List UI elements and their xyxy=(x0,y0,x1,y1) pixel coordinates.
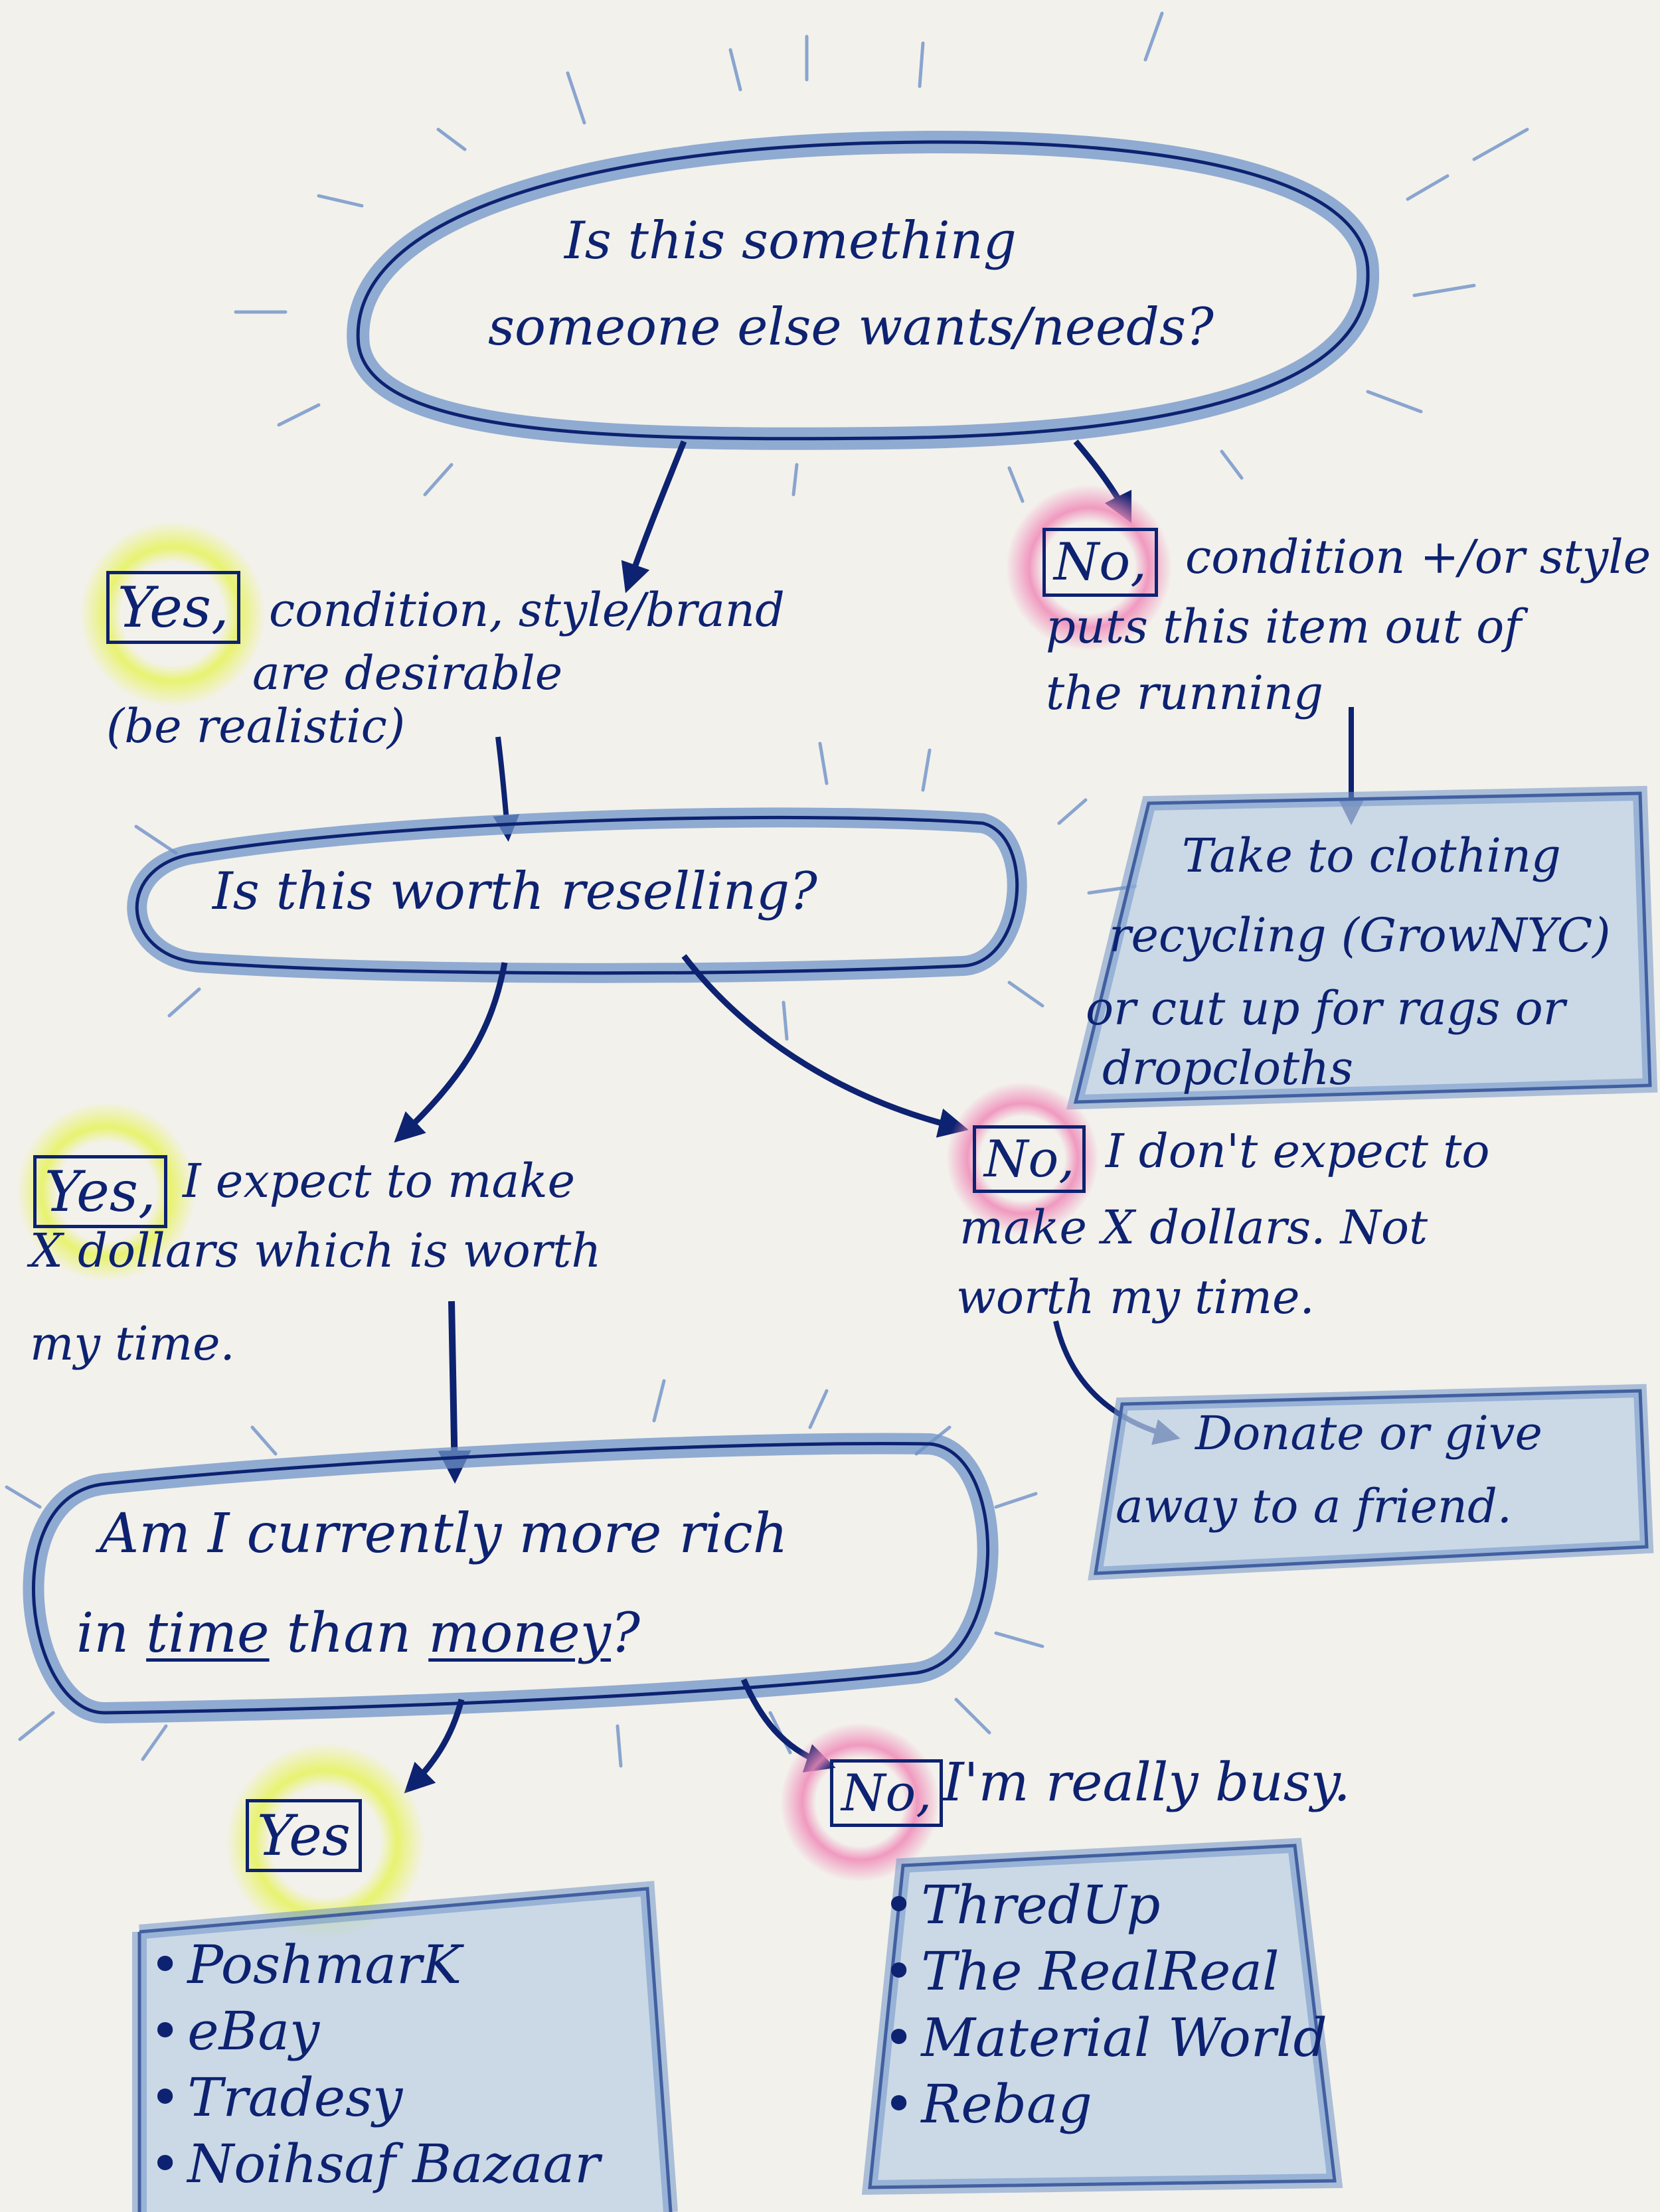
yes1-label: Yes, xyxy=(106,571,240,644)
no-list-item: The RealReal xyxy=(883,1938,1327,2005)
question-1-line-2: someone else wants/needs? xyxy=(488,297,1214,357)
no2-label: No, xyxy=(973,1125,1086,1193)
no3-highlight xyxy=(780,1723,940,1882)
question-3-time: time xyxy=(146,1602,270,1665)
yes1-line-1: condition, style/brand xyxy=(269,583,785,637)
recycle-box-shape xyxy=(1066,785,1658,1110)
donate-line-1: Donate or give xyxy=(1195,1406,1542,1461)
recycle-line-2: recycling (GrowNYC) xyxy=(1109,908,1611,963)
yes2-label: Yes, xyxy=(33,1155,167,1228)
arrow-q2-to-yes2 xyxy=(394,962,508,1143)
no1-label: No, xyxy=(1042,528,1159,597)
no-resale-list: ThredUp The RealReal Material World Reba… xyxy=(883,1872,1327,2138)
rays-question-2 xyxy=(134,742,1137,1041)
yes2-line-3: my time. xyxy=(30,1316,235,1371)
recycle-line-1: Take to clothing xyxy=(1182,829,1561,883)
donate-line-2: away to a friend. xyxy=(1116,1479,1513,1534)
arrow-q2-to-no2 xyxy=(681,954,969,1138)
no1-highlight xyxy=(1006,485,1172,651)
question-1-line-1: Is this something xyxy=(564,211,1017,271)
question-3-line-1: Am I currently more rich xyxy=(100,1502,788,1565)
no-list-item: Material World xyxy=(883,2005,1327,2071)
recycle-line-4: dropcloths xyxy=(1102,1041,1354,1095)
no2-line-3: worth my time. xyxy=(956,1270,1315,1324)
yes-resale-list: PoshmarK eBay Tradesy Noihsaf Bazaar xyxy=(149,1932,600,2197)
question-3-money: money xyxy=(428,1602,612,1665)
no2-highlight xyxy=(946,1082,1099,1235)
yes2-line-1: I expect to make xyxy=(183,1154,576,1208)
recycle-line-3: or cut up for rags or xyxy=(1086,981,1566,1036)
yes2-highlight xyxy=(17,1102,196,1281)
rays-question-1 xyxy=(234,11,1529,503)
question-3-line-2: in time than money? xyxy=(76,1603,640,1664)
yes2-line-2: X dollars which is worth xyxy=(30,1224,602,1278)
no1-line-1: condition +/or style xyxy=(1185,530,1651,584)
no3-text: I'm really busy. xyxy=(943,1751,1351,1813)
question-3-shape xyxy=(23,1433,999,1724)
question-2-text: Is this worth reselling? xyxy=(212,862,817,921)
yes1-line-3: (be realistic) xyxy=(106,699,406,753)
no1-line-3: the running xyxy=(1046,666,1323,720)
question-2-shape xyxy=(127,807,1027,983)
question-3-post: ? xyxy=(611,1602,640,1665)
yes-list-item: Tradesy xyxy=(149,2065,600,2131)
no2-line-2: make X dollars. Not xyxy=(959,1200,1428,1255)
yes-list-item: eBay xyxy=(149,1998,600,2065)
yes3-label: Yes xyxy=(246,1799,362,1872)
no3-label: No, xyxy=(830,1759,944,1827)
yes1-line-2: are desirable xyxy=(252,646,563,700)
yes-list-item: PoshmarK xyxy=(149,1932,600,1998)
donate-box-shape xyxy=(1088,1383,1654,1581)
yes-list-item: Noihsaf Bazaar xyxy=(149,2131,600,2197)
no1-line-2: puts this item out of xyxy=(1046,599,1522,654)
yes1-highlight xyxy=(80,521,266,707)
question-1-shape xyxy=(347,131,1380,450)
arrow-q3-to-yes3 xyxy=(404,1698,465,1794)
no2-line-1: I don't expect to xyxy=(1106,1124,1490,1178)
rays-question-3 xyxy=(5,1379,1044,1768)
question-3-mid: than xyxy=(286,1602,412,1665)
no-list-item: Rebag xyxy=(883,2071,1327,2138)
question-3-pre: in xyxy=(76,1602,129,1665)
no-list-item: ThredUp xyxy=(883,1872,1327,1938)
arrow-q1-to-yes1 xyxy=(621,440,687,593)
yes3-highlight xyxy=(226,1743,425,1942)
